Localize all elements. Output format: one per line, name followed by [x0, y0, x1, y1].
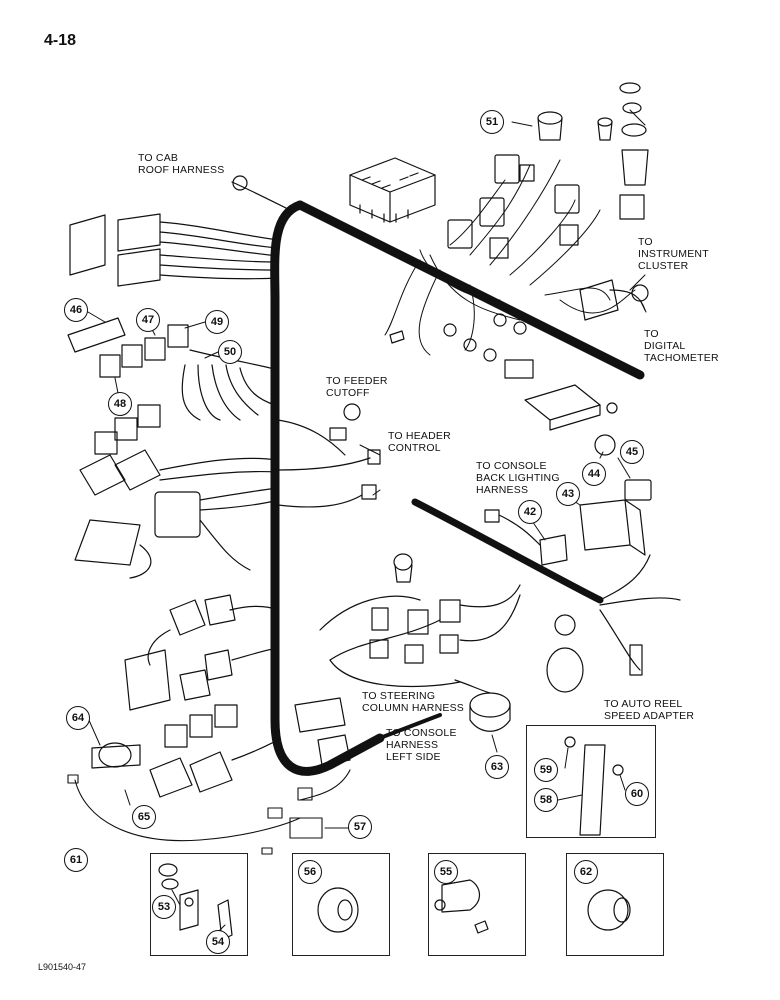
callout-56: 56 [298, 860, 322, 884]
box-56-grommet [317, 887, 359, 933]
inset-box-53-54 [150, 853, 248, 956]
figure-code: L901540-47 [38, 962, 87, 972]
callout-51: 51 [480, 110, 504, 134]
relay-group-upper [67, 317, 279, 421]
callout-65: 65 [132, 805, 156, 829]
callout-46: 46 [64, 298, 88, 322]
callout-61: 61 [64, 848, 88, 872]
callout-58: 58 [534, 788, 558, 812]
callout-53: 53 [152, 895, 176, 919]
box-58-bracket [564, 736, 624, 836]
callout-59: 59 [534, 758, 558, 782]
inset-box-62 [566, 853, 664, 956]
callout-55: 55 [434, 860, 458, 884]
inset-box-56 [292, 853, 390, 956]
box-53-54-parts [158, 863, 233, 941]
relay-group-middle [74, 404, 279, 579]
steering-connectors [294, 697, 351, 766]
box-55-clamp [434, 879, 489, 934]
callout-54: 54 [206, 930, 230, 954]
main-harness-trunk [270, 200, 385, 776]
callout-63: 63 [485, 755, 509, 779]
callout-60: 60 [625, 782, 649, 806]
callout-48: 48 [108, 392, 132, 416]
lower-left-connectors [124, 594, 279, 798]
console-bracket [389, 313, 618, 431]
cab-roof-connectors [69, 175, 291, 287]
callout-62: 62 [574, 860, 598, 884]
callout-42: 42 [518, 500, 542, 524]
rocker-switches-upper [447, 154, 580, 259]
inset-box-58 [526, 725, 656, 838]
upper-harness-trunk [295, 200, 645, 380]
callout-49: 49 [205, 310, 229, 334]
leader-lines [87, 109, 647, 936]
box-62-cap [587, 889, 631, 931]
fuse-block [349, 157, 436, 223]
page-number: 4-18 [44, 32, 77, 49]
temperature-switch [91, 742, 141, 769]
callout-64: 64 [66, 706, 90, 730]
right-harness-trunk [411, 498, 604, 604]
inset-box-55 [428, 853, 526, 956]
instrument-connector [579, 279, 649, 321]
indicator-lamp [537, 82, 649, 220]
right-side-items [484, 434, 681, 693]
center-lower-switches [319, 553, 521, 688]
callout-43: 43 [556, 482, 580, 506]
item-63-switch [454, 679, 511, 732]
upper-switch-wires [384, 159, 636, 356]
callout-47: 47 [136, 308, 160, 332]
lower-wire-61 [67, 769, 351, 855]
callout-50: 50 [218, 340, 242, 364]
callout-45: 45 [620, 440, 644, 464]
callout-57: 57 [348, 815, 372, 839]
feeder-header-connectors [277, 403, 381, 508]
callout-44: 44 [582, 462, 606, 486]
